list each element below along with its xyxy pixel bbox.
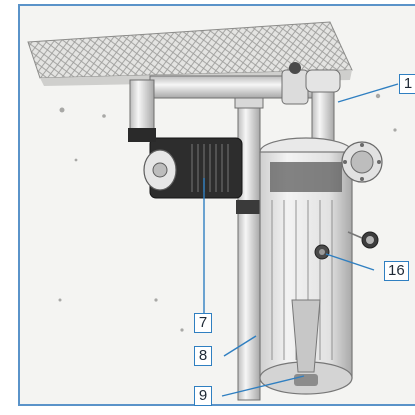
left-pipe-coupling xyxy=(236,200,262,214)
top-pipe-valve xyxy=(281,69,309,105)
leader-16 xyxy=(325,253,375,271)
callout-9: 9 xyxy=(194,386,212,406)
callout-7: 7 xyxy=(194,313,212,333)
side-flange xyxy=(341,141,383,183)
leader-1 xyxy=(337,83,399,103)
right-pipe-elbow xyxy=(305,69,341,93)
pump xyxy=(128,128,243,199)
floor-details xyxy=(58,93,397,332)
leader-9 xyxy=(221,375,305,397)
leader-lines xyxy=(203,83,399,397)
gauge-port xyxy=(314,244,330,260)
leader-8 xyxy=(223,335,257,357)
filter-tank xyxy=(259,137,353,395)
callout-8: 8 xyxy=(194,346,212,366)
drain-plug xyxy=(347,231,379,249)
callout-1: 1 xyxy=(399,74,415,94)
callout-16: 16 xyxy=(384,261,409,281)
